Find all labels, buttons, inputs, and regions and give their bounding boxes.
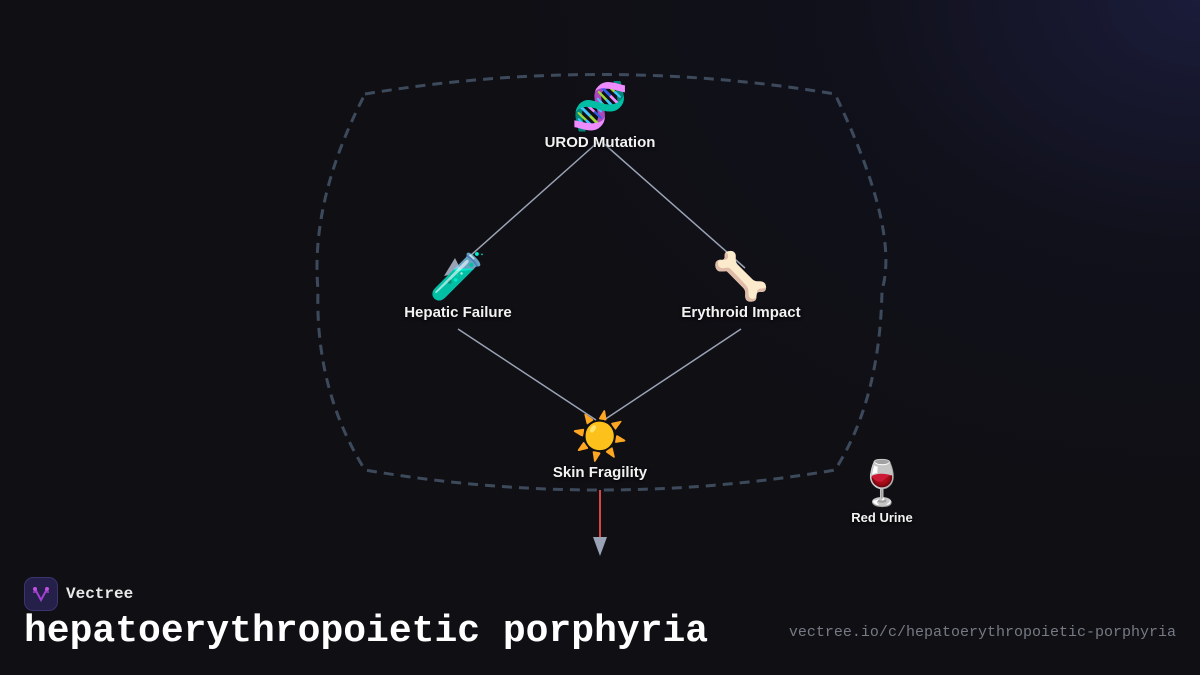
- sun-icon: ☀️: [571, 410, 629, 462]
- arrowhead-icon: [593, 537, 607, 556]
- node-label: Red Urine: [851, 510, 913, 525]
- vectree-logo-icon: [24, 577, 58, 611]
- node-urod-mutation[interactable]: 🧬 UROD Mutation: [545, 78, 656, 151]
- edge-erythroid-skin: [603, 328, 742, 421]
- wine-glass-icon: 🍷: [854, 459, 910, 508]
- page-url[interactable]: vectree.io/c/hepatoerythropoietic-porphy…: [788, 624, 1176, 641]
- hepatic-arrowhead-icon: [444, 258, 462, 276]
- edge-urod-erythroid: [601, 141, 746, 269]
- bone-icon: 🦴: [712, 250, 770, 302]
- node-erythroid-impact[interactable]: 🦴 Erythroid Impact: [681, 248, 800, 321]
- edge-urod-hepatic: [469, 141, 599, 257]
- node-skin-fragility[interactable]: ☀️ Skin Fragility: [553, 408, 647, 481]
- node-red-urine[interactable]: 🍷 Red Urine: [851, 458, 912, 525]
- brand-name: Vectree: [66, 585, 134, 603]
- node-hepatic-failure[interactable]: 🧪 Hepatic Failure: [404, 248, 512, 321]
- node-label: Erythroid Impact: [681, 304, 801, 321]
- dna-icon: 🧬: [571, 80, 629, 132]
- page-title: hepatoerythropoietic porphyria: [24, 610, 709, 653]
- node-label: Skin Fragility: [552, 464, 648, 481]
- brand: Vectree: [24, 577, 133, 611]
- test-tube-icon: 🧪: [429, 250, 487, 302]
- edge-hepatic-skin: [457, 328, 597, 421]
- node-label: Hepatic Failure: [404, 304, 512, 321]
- node-label: UROD Mutation: [544, 134, 656, 151]
